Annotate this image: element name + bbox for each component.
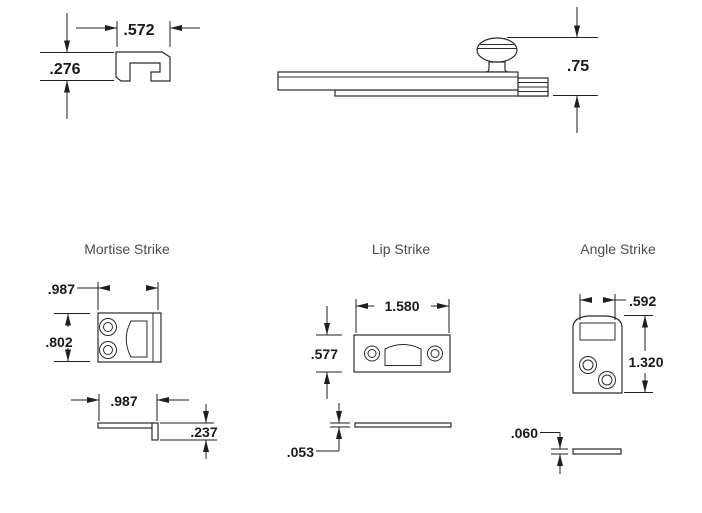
rail-cross-section-outline [115,51,171,82]
lip-strike-figure: Lip Strike 1.580 .577 .053 [287,241,452,460]
mortise-strike-title: Mortise Strike [84,241,170,257]
dimension-label-lip-face-width: 1.580 [384,298,419,314]
mortise-lip-side [151,422,159,441]
screw-hole-inner [601,374,613,386]
screw-hole [99,341,117,359]
dimension-label-mortise-side-width: .987 [110,393,137,409]
bolt-housing-bar [277,71,519,91]
screw-hole-inner [582,359,594,371]
dimension-label-mortise-face-width: .987 [48,281,75,297]
screw-hole-inner [430,349,440,358]
surface-bolt-side-view-figure: .75 [277,7,598,133]
angle-strike-figure: Angle Strike .592 1.320 .060 [511,241,664,474]
bolt-opening [384,344,422,366]
bolt-opening [579,322,616,341]
screw-hole [364,345,380,362]
lip-plate-side [354,422,452,428]
mortise-plate-side [97,422,154,429]
dimension-label-angle-thickness: .060 [511,425,538,441]
dimension-label-lip-thickness: .053 [287,444,314,460]
knob-stem [485,61,509,73]
dimension-label-angle-face-height: 1.320 [628,354,663,370]
dimension-label-angle-opening-width: .592 [629,293,656,309]
bolt-opening [125,320,148,358]
dimension-label-bolt-height: .75 [567,58,589,75]
screw-hole [579,356,597,374]
screw-hole [99,318,117,336]
dimension-label-mortise-lip-depth: .237 [190,424,217,440]
slide-bar [334,89,549,97]
angle-strike-title: Angle Strike [580,241,656,257]
dimension-label-cross-width: .572 [123,22,154,39]
screw-hole [598,371,616,389]
angle-plate [572,315,623,394]
mortise-strike-figure: Mortise Strike .987 .802 .987 [45,241,218,459]
dimension-label-cross-height: .276 [49,61,80,78]
rail-cross-section-figure: .572 .276 [40,13,200,119]
screw-hole [427,345,443,362]
dimension-label-mortise-face-height: .802 [45,334,72,350]
lip-strike-title: Lip Strike [372,241,431,257]
dimension-label-lip-face-height: .577 [311,346,338,362]
screw-hole-inner [103,322,113,332]
screw-hole-inner [103,345,113,355]
knob [476,37,518,63]
angle-plate-side [572,448,622,455]
screw-hole-inner [367,349,377,358]
